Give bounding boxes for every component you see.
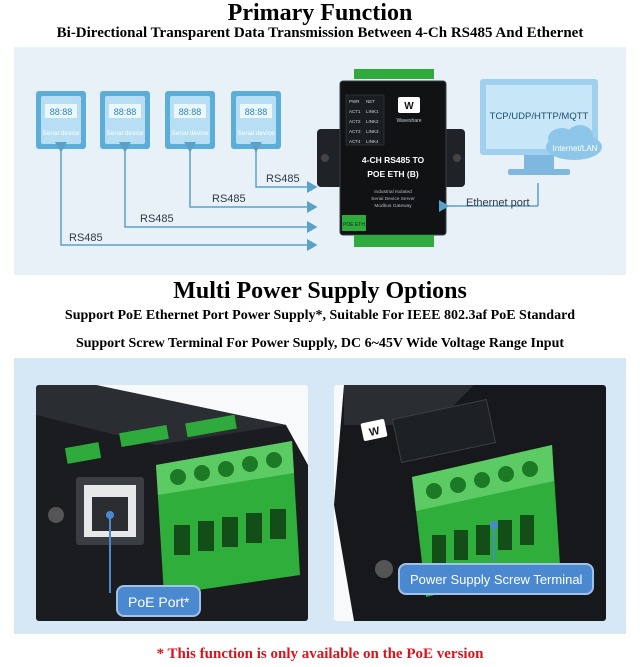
waveshare-logo-icon: W bbox=[360, 419, 388, 441]
primary-function-subtitle: Bi-Directional Transparent Data Transmis… bbox=[56, 25, 584, 41]
serial-device-label: Serial device bbox=[171, 130, 209, 137]
led-label: LINK2 bbox=[366, 119, 379, 124]
screw-terminal-photo: W Power Supply Screw Terminal bbox=[334, 385, 606, 621]
poe-port-photo-art bbox=[36, 385, 308, 621]
protocols-label: TCP/UDP/HTTP/MQTT bbox=[490, 111, 589, 122]
svg-text:W: W bbox=[368, 425, 381, 439]
serial-device-label: Serial device bbox=[237, 130, 275, 137]
led-label: NET bbox=[366, 99, 375, 104]
poe-port-callout: PoE Port* bbox=[116, 585, 202, 617]
device-desc-line3: Modbus Gateway bbox=[374, 203, 412, 209]
rs485-label: RS485 bbox=[69, 232, 103, 244]
function-diagram-panel: 88:88 Serial device 88:88 Serial device … bbox=[14, 47, 626, 275]
function-diagram: 88:88 Serial device 88:88 Serial device … bbox=[36, 69, 602, 251]
led-label: LINK1 bbox=[366, 109, 379, 114]
ethernet-port-label: Ethernet port bbox=[466, 197, 530, 209]
rs485-label: RS485 bbox=[212, 193, 246, 205]
primary-function-title: Primary Function bbox=[227, 0, 413, 26]
serial-device-label: Serial device bbox=[42, 130, 80, 137]
led-label: PWR bbox=[349, 99, 360, 104]
led-label: ACT3 bbox=[349, 129, 361, 134]
rs485-links bbox=[55, 142, 318, 251]
serial-display: 88:88 bbox=[179, 107, 202, 117]
serial-device-1: 88:88 Serial device bbox=[36, 91, 86, 149]
serial-device-4: 88:88 Serial device bbox=[231, 91, 281, 149]
serial-display: 88:88 bbox=[50, 107, 73, 117]
device-desc-line2: Serial Device Server bbox=[371, 196, 415, 202]
screw-terminal-photo-art: W bbox=[334, 385, 606, 621]
device-desc-line1: Industrial Isolated bbox=[374, 189, 412, 195]
rs485-label: RS485 bbox=[266, 173, 300, 185]
led-label: ACT1 bbox=[349, 109, 361, 114]
poe-port-photo: PoE Port* bbox=[36, 385, 308, 621]
led-label: LINK4 bbox=[366, 139, 379, 144]
led-label: ACT2 bbox=[349, 119, 361, 124]
led-indicator-table: PWR NET ACT1 LINK1 ACT2 LINK2 ACT3 LINK3… bbox=[345, 94, 385, 146]
serial-device-label: Serial device bbox=[106, 130, 144, 137]
device-name-line2: POE ETH (B) bbox=[367, 169, 419, 179]
serial-display: 88:88 bbox=[114, 107, 137, 117]
serial-display: 88:88 bbox=[245, 107, 268, 117]
rs485-to-poe-device: POE ETH PWR NET ACT1 LINK1 ACT2 LINK2 AC… bbox=[317, 69, 465, 247]
screw-terminal-support-text: Support Screw Terminal For Power Supply,… bbox=[75, 336, 565, 351]
waveshare-logo-icon: W bbox=[398, 97, 420, 113]
poe-version-footnote: * This function is only available on the… bbox=[156, 646, 484, 662]
screw-terminal-callout: Power Supply Screw Terminal bbox=[398, 563, 595, 595]
rs485-label: RS485 bbox=[140, 213, 174, 225]
network-monitor-icon: TCP/UDP/HTTP/MQTT Internet/LAN bbox=[480, 79, 602, 175]
device-name-line1: 4-CH RS485 TO bbox=[362, 155, 425, 165]
cloud-icon bbox=[546, 125, 602, 160]
serial-device-2: 88:88 Serial device bbox=[100, 91, 150, 149]
screw-terminal-block bbox=[412, 445, 560, 597]
power-supply-title: Multi Power Supply Options bbox=[173, 278, 467, 304]
led-label: ACT4 bbox=[349, 139, 361, 144]
network-label: Internet/LAN bbox=[553, 144, 598, 153]
led-label: LINK3 bbox=[366, 129, 379, 134]
serial-device-3: 88:88 Serial device bbox=[165, 91, 215, 149]
poe-eth-port-label: POE ETH bbox=[343, 222, 365, 228]
brand-label: Waveshare bbox=[396, 118, 421, 124]
power-options-panel: PoE Port* W bbox=[14, 358, 626, 634]
screw-terminal-block bbox=[156, 441, 300, 595]
svg-text:W: W bbox=[404, 101, 414, 112]
poe-support-text: Support PoE Ethernet Port Power Supply*,… bbox=[64, 308, 576, 323]
